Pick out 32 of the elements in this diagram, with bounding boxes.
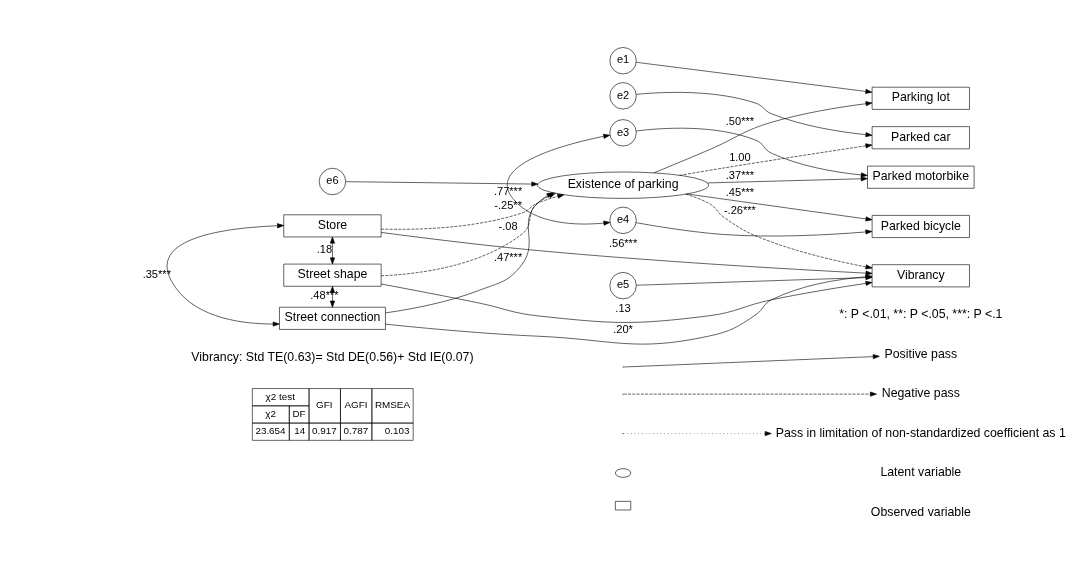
label: *: P <.01, **: P <.05, ***: P <.1 xyxy=(839,306,1003,321)
edge-label: .35*** xyxy=(142,267,171,280)
label: 0.787 xyxy=(343,424,369,436)
edge-label: 1.00 xyxy=(729,150,751,163)
edge-label: -.25** xyxy=(494,198,522,211)
label: 0.103 xyxy=(384,424,410,436)
edge-label: -.26*** xyxy=(723,203,756,216)
edge-label: .13 xyxy=(615,301,631,314)
edge-label: .47*** xyxy=(493,250,523,263)
edge-label: .20* xyxy=(613,322,633,335)
label: Vibrancy: Std TE(0.63)= Std DE(0.56)+ Std IE(0.07) xyxy=(191,349,474,364)
edge-label: .56*** xyxy=(608,236,638,249)
label: DF xyxy=(292,407,306,419)
legend-label: Negative pass xyxy=(881,385,960,400)
label: 23.654 xyxy=(255,424,286,436)
label: 0.917 xyxy=(312,424,337,436)
legend-label: Latent variable xyxy=(880,464,962,479)
label: RMSEA xyxy=(374,398,411,410)
label: GFI xyxy=(316,398,333,410)
edge-label: .45*** xyxy=(725,185,755,198)
edge-label: .50*** xyxy=(725,114,755,127)
edge-label: .18 xyxy=(316,242,333,255)
label: χ2 test xyxy=(265,390,295,402)
label: 14 xyxy=(294,424,306,436)
legend-label: Observed variable xyxy=(870,504,971,519)
edge-label: .77*** xyxy=(493,184,523,197)
legend-label: Pass in limitation of non-standardized coefficient as 1 xyxy=(775,425,1066,440)
label: χ2 xyxy=(265,407,276,419)
edge-label: -.08 xyxy=(498,219,518,232)
label: AGFI xyxy=(344,398,368,410)
legend-label: Positive pass xyxy=(884,346,958,361)
edge-label: .37*** xyxy=(725,168,755,181)
